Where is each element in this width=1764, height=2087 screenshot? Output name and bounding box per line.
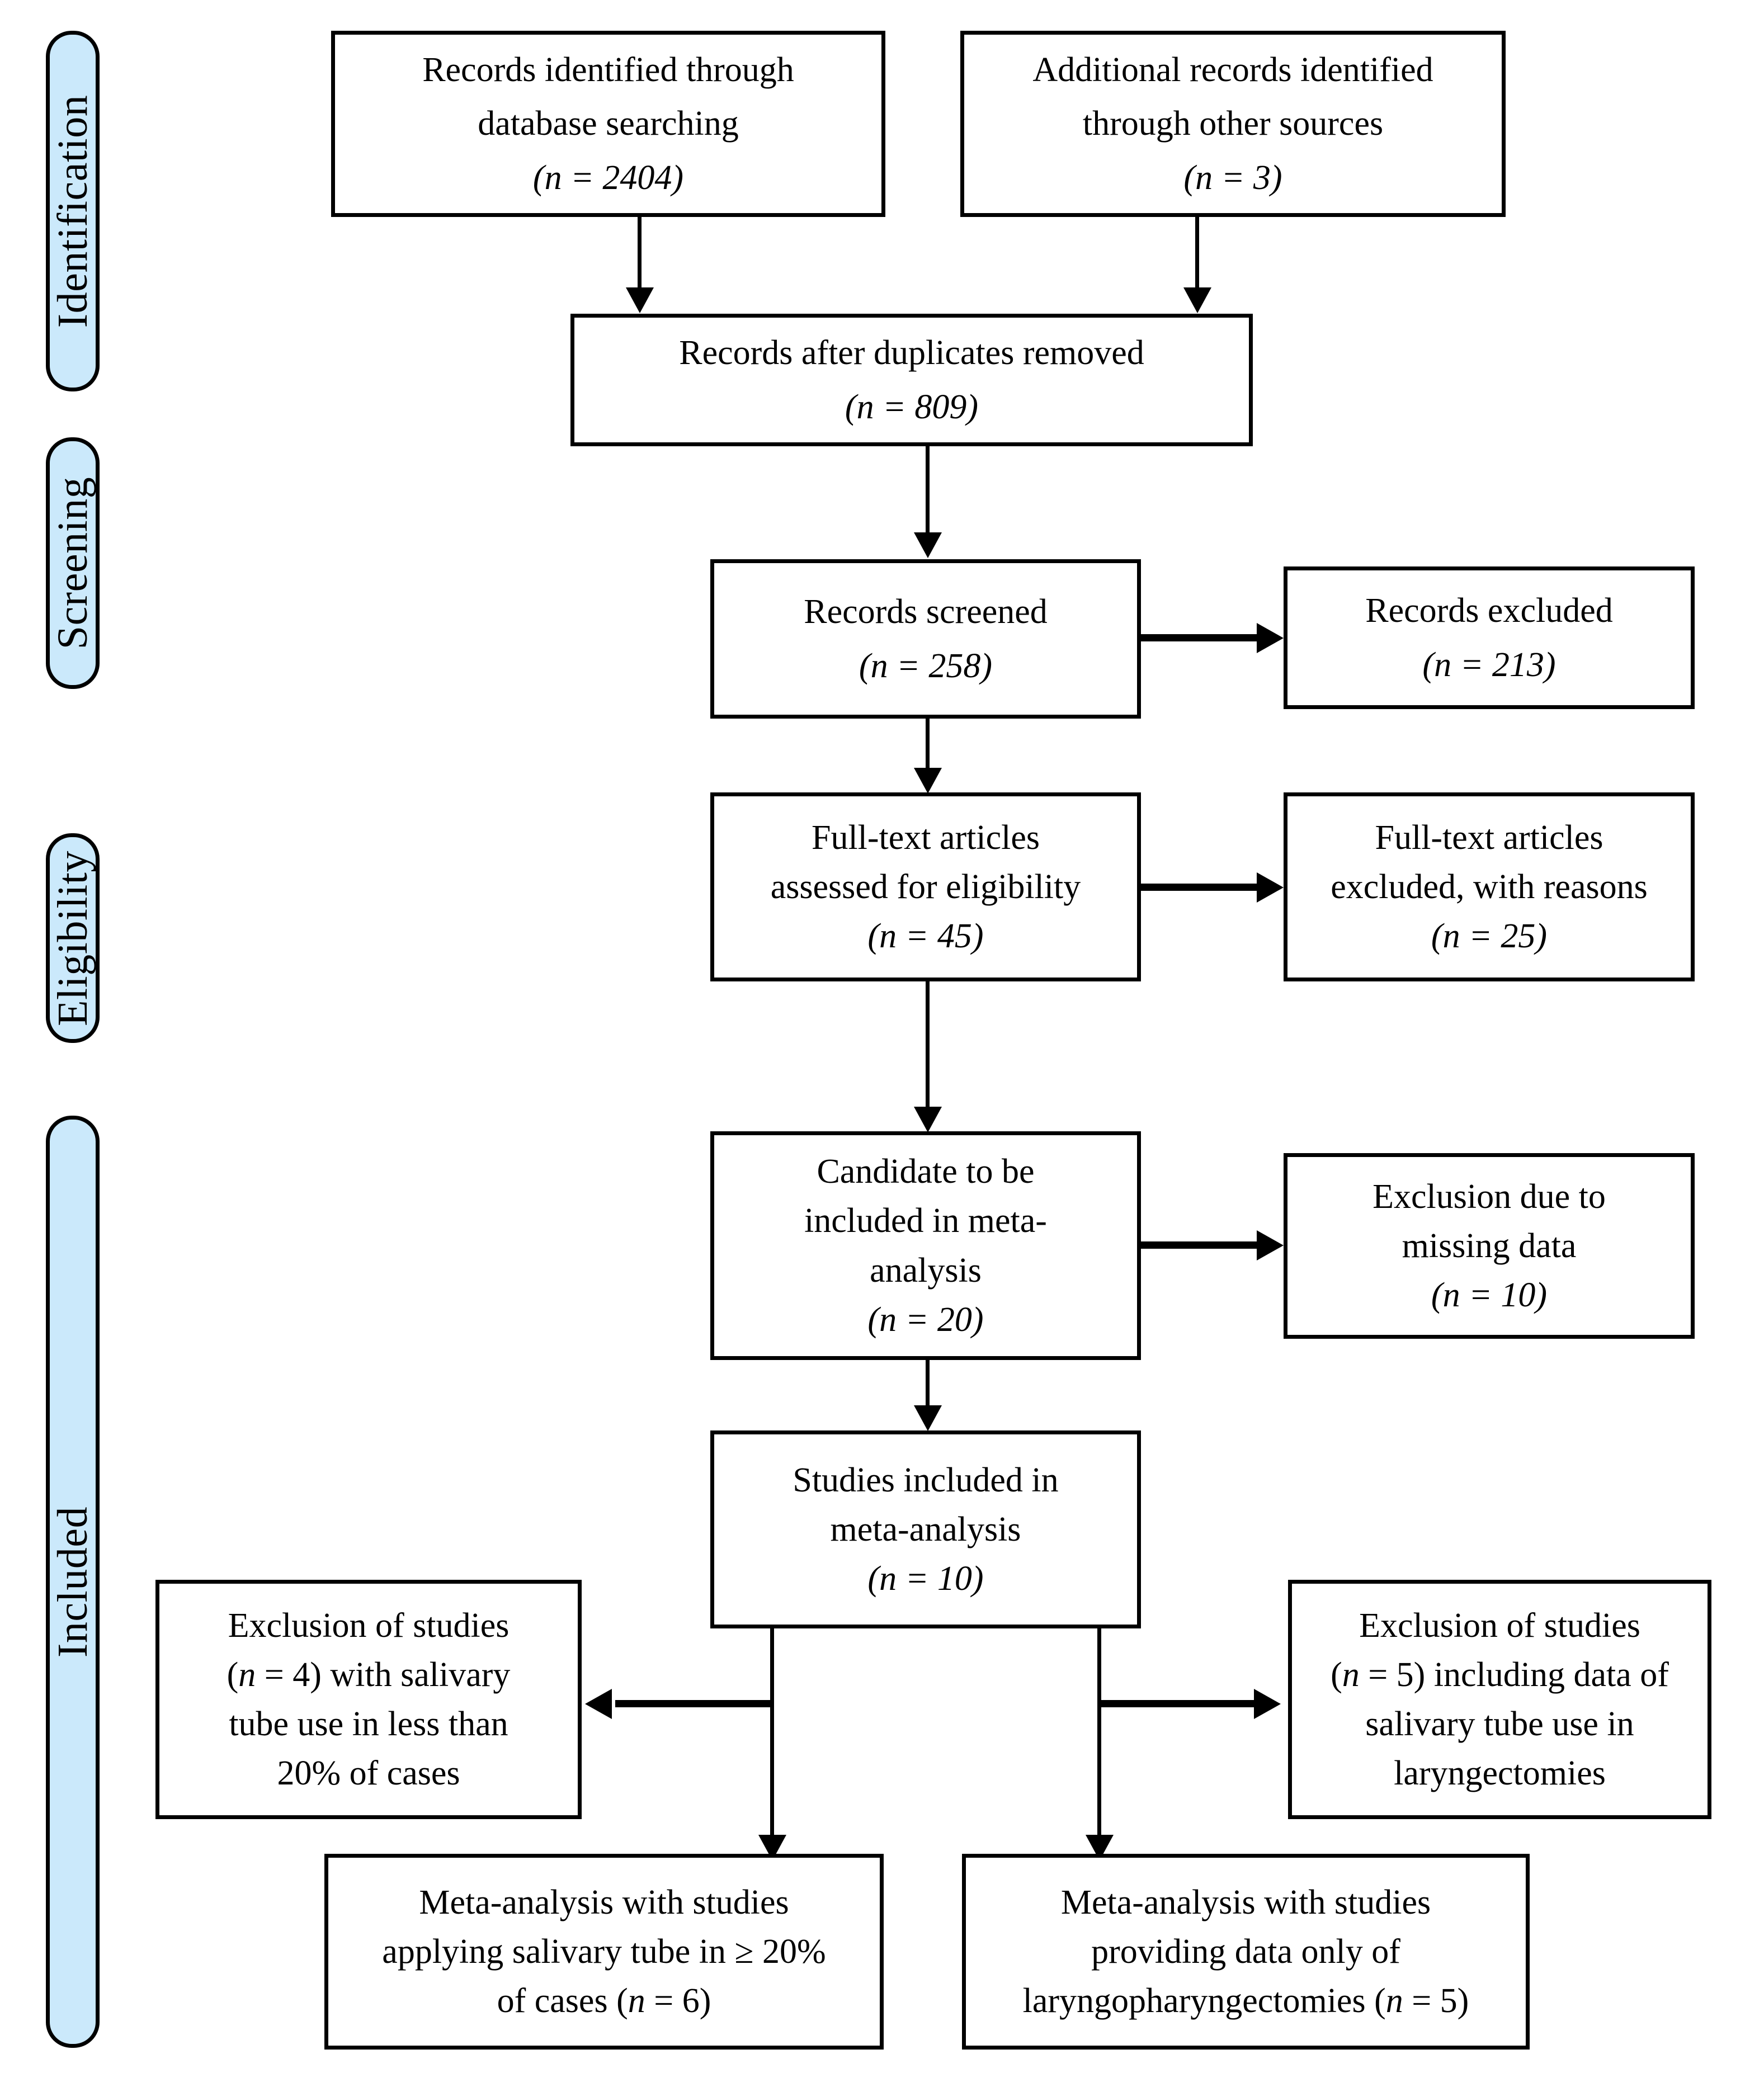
node-records-identified-database-text: Records identified through database sear… xyxy=(335,43,881,204)
node-records-screened-text: Records screened (n = 258) xyxy=(714,585,1137,692)
node-additional-records-other-sources-text: Additional records identified through ot… xyxy=(964,43,1502,204)
stage-label-eligibility: Eligibility xyxy=(49,850,97,1026)
connector-duplicates-to-screened xyxy=(926,446,930,533)
connector-studies-right-trunk xyxy=(1097,1628,1101,1876)
connector-fulltext-to-candidate xyxy=(926,981,930,1108)
node-records-excluded: Records excluded (n = 213) xyxy=(1284,566,1695,709)
arrow-screened-to-excluded xyxy=(1257,623,1284,653)
arrow-identified-to-duplicates xyxy=(626,287,654,313)
arrow-fulltext-to-fulltext-excluded xyxy=(1257,872,1284,903)
line-1: Additional records identified xyxy=(1032,51,1433,89)
line-1: Records after duplicates removed xyxy=(679,334,1144,372)
line-1: Full-text articles xyxy=(1375,818,1603,857)
stage-pill-eligibility: Eligibility xyxy=(46,833,100,1043)
count-label: (n = 2404) xyxy=(532,158,684,197)
node-exclusion-laryngectomies-text: Exclusion of studies(n = 5) including da… xyxy=(1331,1606,1669,1793)
arrow-additional-to-duplicates xyxy=(1183,287,1211,313)
line-2: database searching xyxy=(478,105,739,143)
line-1: Studies included in xyxy=(793,1461,1059,1499)
count-label: (n = 20) xyxy=(867,1300,984,1339)
connector-candidate-to-studies-included xyxy=(926,1360,930,1406)
node-exclusion-salivary-tube-lt20-text: Exclusion of studies(n = 4) with salivar… xyxy=(227,1606,511,1793)
line-2: assessed for eligibility xyxy=(770,867,1081,906)
line-1: Records excluded xyxy=(1365,592,1613,630)
stage-label-screening: Screening xyxy=(49,476,97,650)
count-label: (n = 10) xyxy=(1431,1276,1548,1315)
arrow-studies-to-exclusion-laryngectomies xyxy=(1254,1689,1281,1719)
arrow-fulltext-to-candidate xyxy=(914,1107,942,1132)
connector-fulltext-to-fulltext-excluded xyxy=(1141,884,1260,891)
stage-label-included: Included xyxy=(49,1506,97,1658)
node-exclusion-missing-data-text: Exclusion due to missing data (n = 10) xyxy=(1287,1172,1691,1320)
connector-studies-left-trunk xyxy=(770,1628,774,1876)
line-1: Exclusion due to xyxy=(1372,1177,1606,1216)
connector-screened-to-fulltext xyxy=(926,719,930,769)
count-label: (n = 809) xyxy=(845,388,979,426)
connector-candidate-to-exclusion-missing xyxy=(1141,1241,1260,1249)
node-candidate-meta-analysis: Candidate to be included in meta- analys… xyxy=(710,1131,1141,1360)
line-2: missing data xyxy=(1402,1226,1577,1265)
line-2: included in meta- xyxy=(804,1202,1047,1240)
node-fulltext-excluded-text: Full-text articles excluded, with reason… xyxy=(1287,813,1691,961)
arrow-screened-to-fulltext xyxy=(914,768,942,794)
connector-additional-to-duplicates xyxy=(1195,217,1199,289)
connector-identified-to-duplicates xyxy=(638,217,642,289)
node-additional-records-other-sources: Additional records identified through ot… xyxy=(960,31,1506,217)
node-studies-included-text: Studies included in meta-analysis (n = 1… xyxy=(714,1456,1137,1603)
node-candidate-meta-analysis-text: Candidate to be included in meta- analys… xyxy=(714,1147,1137,1344)
stage-pill-included: Included xyxy=(46,1116,100,2048)
arrow-candidate-to-studies-included xyxy=(914,1405,942,1431)
node-exclusion-laryngectomies: Exclusion of studies(n = 5) including da… xyxy=(1288,1580,1711,1819)
connector-screened-to-excluded xyxy=(1141,634,1260,641)
stage-pill-screening: Screening xyxy=(46,437,100,689)
node-fulltext-excluded: Full-text articles excluded, with reason… xyxy=(1284,792,1695,981)
line-2: through other sources xyxy=(1082,105,1384,143)
arrow-candidate-to-exclusion-missing xyxy=(1257,1230,1284,1260)
arrow-studies-to-exclusion-lt20 xyxy=(585,1689,612,1719)
node-records-excluded-text: Records excluded (n = 213) xyxy=(1287,584,1691,691)
count-label: (n = 10) xyxy=(867,1560,984,1598)
count-label: (n = 3) xyxy=(1183,158,1282,197)
connector-studies-to-exclusion-laryngectomies xyxy=(1100,1700,1256,1707)
node-exclusion-salivary-tube-lt20: Exclusion of studies(n = 4) with salivar… xyxy=(155,1580,582,1819)
node-records-after-duplicates-removed: Records after duplicates removed (n = 80… xyxy=(570,314,1253,446)
line-1: Candidate to be xyxy=(817,1153,1035,1191)
line-1: Full-text articles xyxy=(811,818,1040,857)
line-1: Records identified through xyxy=(422,51,794,89)
count-label: (n = 45) xyxy=(867,917,984,956)
count-label: (n = 25) xyxy=(1431,917,1548,956)
line-1: Records screened xyxy=(804,593,1048,631)
arrow-duplicates-to-screened xyxy=(914,532,942,558)
node-exclusion-missing-data: Exclusion due to missing data (n = 10) xyxy=(1284,1153,1695,1339)
node-records-screened: Records screened (n = 258) xyxy=(710,559,1141,719)
node-fulltext-assessed: Full-text articles assessed for eligibil… xyxy=(710,792,1141,981)
node-records-after-duplicates-removed-text: Records after duplicates removed (n = 80… xyxy=(574,326,1249,433)
node-fulltext-assessed-text: Full-text articles assessed for eligibil… xyxy=(714,813,1137,961)
stage-label-identification: Identification xyxy=(49,95,97,328)
connector-studies-to-exclusion-lt20 xyxy=(615,1700,772,1707)
count-label: (n = 258) xyxy=(859,646,993,685)
count-label: (n = 213) xyxy=(1422,645,1556,684)
line-2: meta-analysis xyxy=(830,1510,1021,1548)
line-3: analysis xyxy=(870,1251,982,1290)
line-2: excluded, with reasons xyxy=(1331,867,1648,906)
stage-pill-identification: Identification xyxy=(46,31,100,391)
node-studies-included: Studies included in meta-analysis (n = 1… xyxy=(710,1430,1141,1628)
node-records-identified-database: Records identified through database sear… xyxy=(331,31,885,217)
